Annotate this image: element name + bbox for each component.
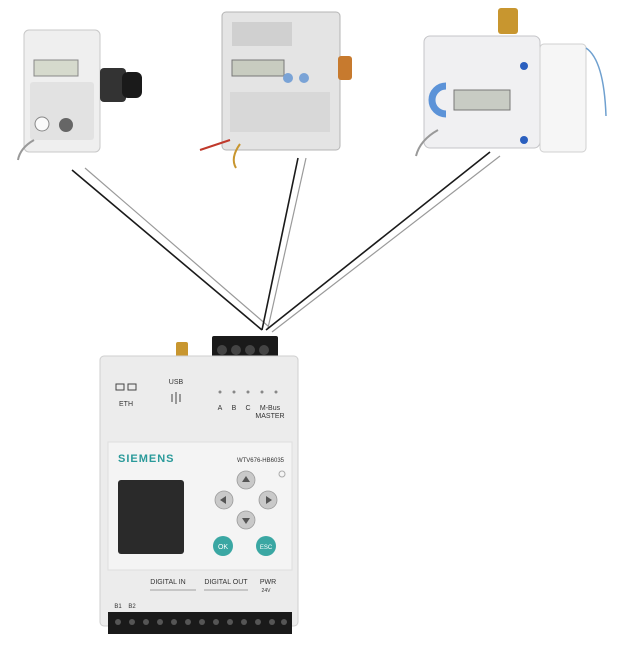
meter-mid-btn1: [283, 73, 293, 83]
meter-mid-btn2: [299, 73, 309, 83]
digital-in-label: DIGITAL IN: [150, 579, 185, 586]
arrow-up-icon: [242, 476, 250, 482]
brand-logo: SIEMENS: [118, 453, 175, 465]
esc-button[interactable]: [256, 536, 276, 556]
meter-right-screw-top: [520, 62, 528, 70]
usb-label: USB: [169, 379, 184, 386]
heat-meter-left: [17, 29, 142, 161]
status-leds: [218, 390, 278, 394]
meter-mid-lcd: [231, 59, 285, 77]
meter-right-blue-arc: [428, 82, 447, 118]
heat-meter-middle: [199, 11, 352, 169]
heat-meter-right: [415, 8, 607, 157]
meter-right-sidebox: [539, 43, 587, 153]
ok-button[interactable]: [213, 536, 233, 556]
meter-left-fitting: [122, 72, 142, 98]
arrow-down-icon: [242, 518, 250, 524]
meter-mid-wire-red: [199, 139, 231, 151]
eth-label: ETH: [119, 401, 133, 408]
master-label: MASTER: [255, 413, 284, 420]
meter-left-lcd: [33, 59, 79, 77]
power-label: PWR: [260, 579, 276, 586]
bus-a-label: A: [218, 405, 223, 412]
cable-right-black: [265, 151, 491, 331]
arrow-left-icon: [220, 496, 226, 504]
digital-out-label: DIGITAL OUT: [204, 579, 248, 586]
mbus-gateway: ETH USB A B C M-Bus MASTER SIEMENS WTV67…: [99, 336, 299, 634]
meter-left-knob: [59, 118, 73, 132]
lcd-screen: [118, 480, 184, 554]
ok-label: OK: [218, 544, 228, 551]
meter-mid-pipe: [338, 56, 352, 80]
cable-right-grey: [271, 155, 501, 333]
meter-mid-label: [232, 22, 292, 46]
meter-left-sensor-wire: [17, 139, 35, 161]
meter-right-sensor-wire: [415, 129, 439, 157]
meter-left-button: [34, 116, 50, 132]
meter-right-screw-bottom: [520, 136, 528, 144]
meter-mid-wire-gold: [232, 143, 241, 169]
meter-left-panel: [30, 82, 94, 140]
model-label: WTV676-HB6035: [237, 458, 285, 464]
eth-icon: [115, 383, 137, 391]
mbus-cables: [71, 151, 501, 333]
power-voltage-label: 24V: [262, 588, 272, 594]
meter-right-antenna: [585, 47, 607, 117]
terminal-b1-label: B1: [114, 604, 122, 610]
status-light: [278, 470, 286, 478]
mbus-label: M-Bus: [260, 405, 281, 412]
arrow-right-icon: [266, 496, 272, 504]
terminal-b2-label: B2: [128, 604, 136, 610]
cable-mid-black: [261, 157, 299, 331]
meter-left-connector: [100, 68, 126, 102]
bus-c-label: C: [245, 405, 250, 412]
cable-mid-grey: [267, 157, 307, 329]
meter-right-brass: [498, 8, 518, 34]
meter-mid-lower: [230, 92, 330, 132]
meter-right-lcd: [453, 89, 511, 111]
esc-label: ESC: [260, 545, 273, 551]
usb-icon: [171, 392, 181, 404]
cable-left-grey: [84, 167, 269, 327]
bus-b-label: B: [232, 405, 237, 412]
cable-left-black: [71, 169, 263, 331]
